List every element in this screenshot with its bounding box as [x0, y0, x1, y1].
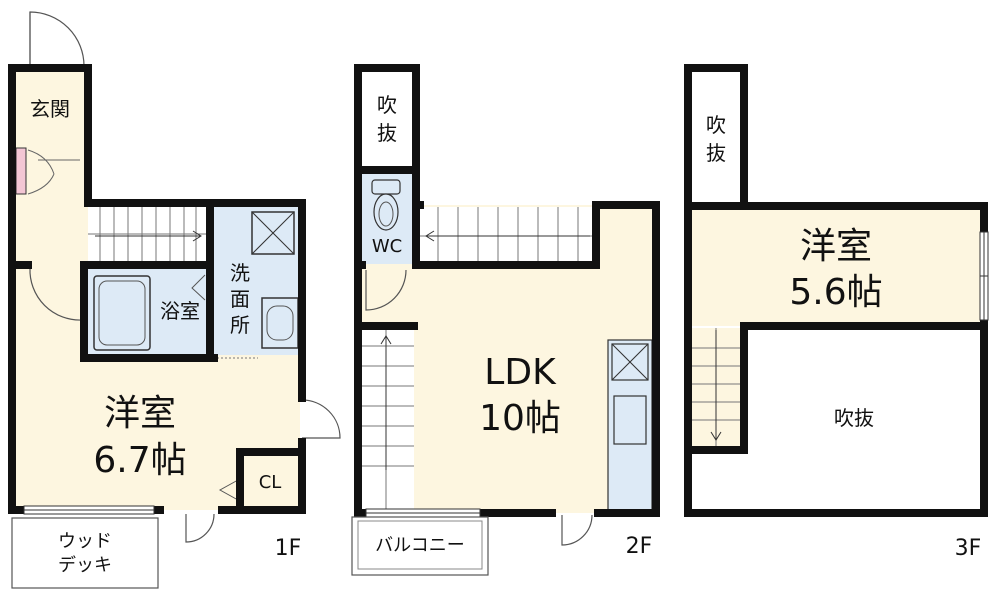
walls-3f	[684, 64, 988, 517]
deck-label-1: ウッド	[58, 531, 112, 552]
room-name-2f: LDK	[484, 352, 557, 393]
floor-label-3f: 3F	[955, 536, 982, 561]
washroom-label-3: 所	[230, 313, 250, 337]
room-name-3f: 洋室	[800, 226, 872, 267]
room-size-2f: 10帖	[479, 398, 561, 439]
entrance-door-swing	[29, 11, 85, 67]
closet-door	[218, 479, 239, 501]
room-size-1f: 6.7帖	[93, 440, 186, 481]
void-2f	[358, 68, 416, 170]
floor-1f: 玄関 浴室 洗 面 所 洋室 6.7帖 CL ウッド デッキ 1F	[8, 11, 341, 589]
side-door-1f	[301, 399, 341, 439]
stair-1f	[88, 207, 208, 263]
closet-area	[240, 452, 300, 506]
balcony-label: バルコニー	[375, 535, 465, 556]
closet-label: CL	[259, 472, 282, 493]
void-small-label-2: 抜	[706, 141, 726, 165]
stair-arrow-1f	[95, 230, 202, 242]
floor-label-1f: 1F	[275, 536, 302, 561]
stair-treads-1f	[88, 207, 208, 263]
void-large-label: 吹抜	[834, 406, 874, 430]
kitchen-sink	[613, 395, 647, 445]
bath-label: 浴室	[160, 299, 200, 323]
floor-label-2f: 2F	[626, 534, 653, 559]
stair-arrow-2f-top	[425, 230, 590, 242]
wood-deck	[11, 517, 159, 589]
shoe-box	[15, 147, 27, 195]
genkan-label: 玄関	[30, 97, 70, 121]
washroom-label-1: 洗	[230, 261, 250, 285]
western-room-3f	[688, 208, 982, 326]
bath-door	[191, 274, 206, 301]
void-small-3f	[688, 68, 744, 206]
room-size-3f: 5.6帖	[789, 272, 882, 313]
toilet	[371, 179, 401, 195]
void-label-2f-1: 吹	[377, 93, 397, 117]
deck-label-2: デッキ	[58, 555, 112, 576]
genkan-inner-door	[27, 149, 55, 195]
wc-label: WC	[372, 236, 402, 257]
bottom-door-2f	[561, 514, 593, 546]
void-label-2f-2: 抜	[377, 121, 397, 145]
floor-2f: 吹 抜 WC LDK 10帖 バルコニー 2F	[351, 64, 660, 576]
room-name-1f: 洋室	[104, 393, 176, 434]
balcony	[351, 516, 489, 576]
washroom-label-2: 面	[230, 287, 250, 311]
stair-arrow-2f-left	[380, 335, 392, 470]
floor-3f: 吹 抜 洋室 5.6帖 吹抜 3F	[684, 64, 989, 561]
void-large-3f	[748, 330, 980, 510]
room-door-1f	[29, 267, 83, 321]
stair-arrow-3f	[710, 330, 722, 441]
bottom-door-1f	[185, 513, 215, 543]
void-small-label-1: 吹	[706, 113, 726, 137]
wc-door	[365, 269, 407, 311]
